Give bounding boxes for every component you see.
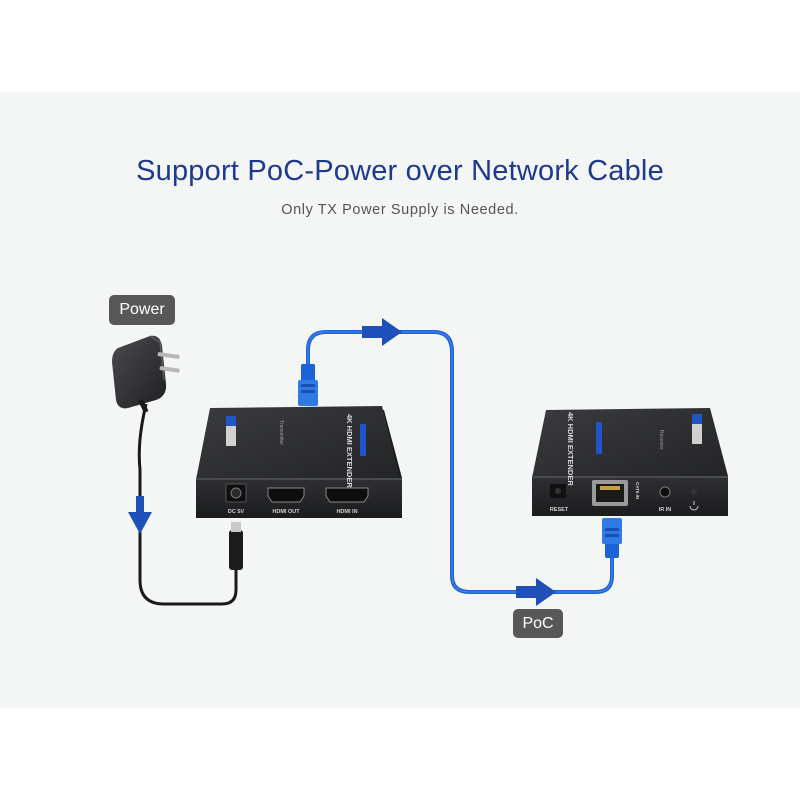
cable-arrow-bottom-icon (516, 578, 556, 606)
rj45-connector-rx (602, 518, 622, 558)
power-adapter (112, 335, 238, 606)
poc-label-tag: PoC (513, 609, 563, 638)
page-subtitle: Only TX Power Supply is Needed. (281, 202, 519, 218)
transmitter-device-label: 4K HDMI EXTENDER (345, 414, 354, 488)
power-adapter-body (112, 335, 180, 413)
dc-5v-port (225, 483, 247, 503)
ir-in-port (659, 486, 671, 498)
cat6-in-label: CAT6 IN (635, 482, 640, 499)
receiver-badge (692, 414, 702, 444)
hdmi-out-label: HDMI OUT (272, 509, 300, 515)
transmitter-name-text: 4K HDMI EXTENDER (345, 414, 354, 488)
dc-5v-label: DC 5V (228, 509, 245, 515)
reset-label: RESET (550, 507, 569, 513)
transmitter-device: 4K HDMI EXTENDER Transmitter DC 5V HDMI … (196, 406, 402, 518)
page-title: Support PoC-Power over Network Cable (136, 155, 664, 187)
receiver-role-text: Receiver (658, 430, 664, 450)
receiver-device-label: 4K HDMI EXTENDER (566, 412, 575, 486)
hdmi-in-port (325, 487, 369, 503)
transmitter-role-text: Transmitter (278, 420, 284, 445)
network-cable (306, 330, 614, 594)
cat6-in-port (592, 480, 628, 506)
dc-plug (229, 522, 243, 570)
reset-button (550, 484, 566, 498)
hdmi-in-label: HDMI IN (336, 509, 357, 515)
cable-arrow-top-icon (362, 318, 402, 346)
receiver-name-text: 4K HDMI EXTENDER (566, 412, 575, 486)
ir-in-label: IR IN (659, 507, 672, 513)
power-led-icon (689, 489, 699, 511)
receiver-device: 4K HDMI EXTENDER Receiver RESET CAT6 (532, 408, 728, 516)
power-cable (137, 403, 238, 606)
transmitter-badge (226, 416, 236, 446)
hdmi-out-port (267, 487, 305, 503)
rj45-connector-tx (298, 364, 318, 406)
power-label-tag: Power (109, 295, 175, 325)
power-arrow-icon (128, 496, 152, 534)
